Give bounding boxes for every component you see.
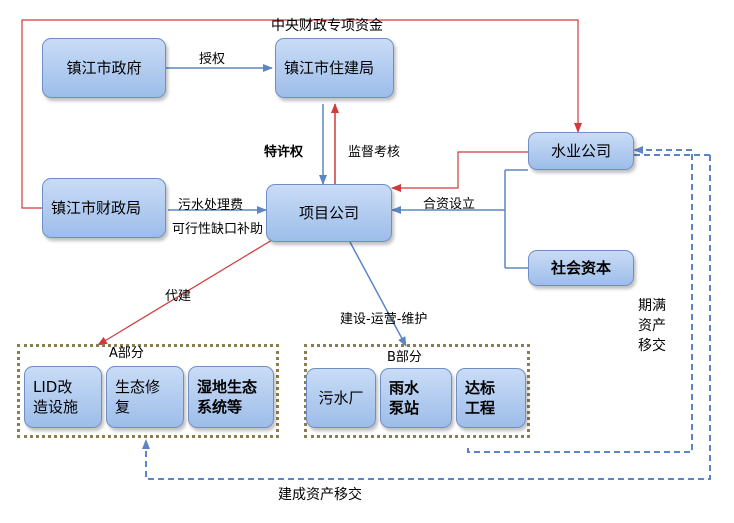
part-a-group [17,344,279,438]
label-agent-build: 代建 [165,289,192,304]
label-sewage-fee: 污水处理费 [178,198,244,213]
node-standard-works[interactable]: 达标工程 [456,368,526,428]
maturity-transfer-connector [467,146,693,453]
node-sewage-plant[interactable]: 污水厂 [306,368,376,428]
label-part-b: B部分 [387,350,422,365]
bom-arrow [349,241,407,347]
label-joint-venture: 合资设立 [423,197,476,212]
water-to-project-connector [391,151,528,192]
part-b-group [304,344,530,438]
label-central-funds: 中央财政专项资金 [271,18,383,34]
agent-build-arrow [97,239,273,346]
label-concession: 特许权 [264,145,304,160]
label-authorize: 授权 [199,52,226,67]
central-funds-connector [21,19,582,209]
node-eco-restoration[interactable]: 生态修复 [106,366,184,428]
completed-transfer-connector [142,155,711,480]
node-wetland[interactable]: 湿地生态系统等 [188,366,274,428]
node-finance-bureau[interactable]: 镇江市财政局 [42,178,166,238]
node-lid-facilities[interactable]: LID改造设施 [24,366,102,428]
node-social-capital[interactable]: 社会资本 [528,250,634,286]
label-supervision: 监督考核 [348,145,401,160]
label-gap-subsidy: 可行性缺口补助 [172,222,264,237]
node-zhenjiang-government[interactable]: 镇江市政府 [42,38,166,98]
label-maturity-transfer: 期满资产移交 [638,298,666,354]
node-rain-pump[interactable]: 雨水泵站 [380,368,452,428]
node-water-company[interactable]: 水业公司 [528,132,634,170]
label-part-a: A部分 [109,346,144,361]
node-project-company[interactable]: 项目公司 [266,184,392,242]
label-build-operate-maintain: 建设-运营-维护 [340,312,428,327]
label-completed-transfer: 建成资产移交 [278,487,362,503]
node-housing-bureau[interactable]: 镇江市住建局 [275,38,394,98]
